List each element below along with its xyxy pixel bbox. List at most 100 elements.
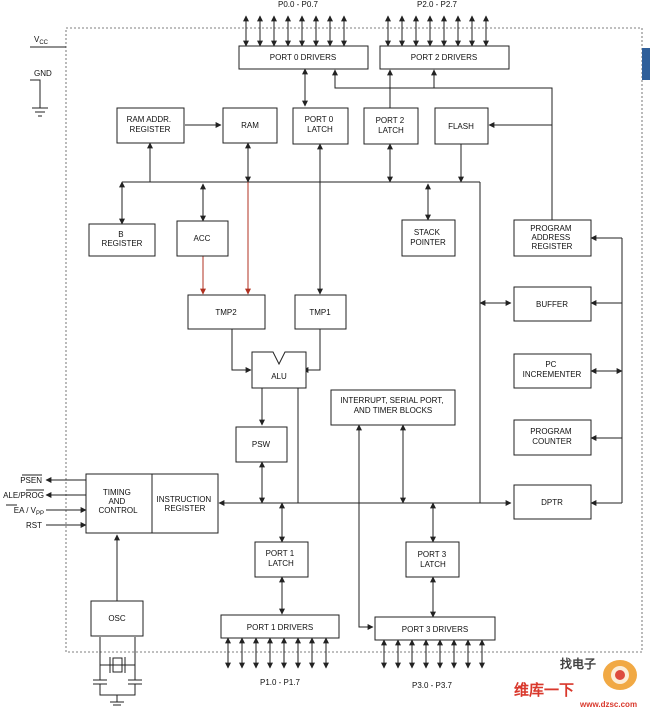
svg-text:B REGISTER: B REGISTER bbox=[102, 230, 143, 248]
p2-range-label: P2.0 - P2.7 bbox=[417, 0, 458, 9]
ram-addr-register-line2: REGISTER bbox=[130, 125, 171, 134]
port2-latch-line1: PORT 2 bbox=[376, 116, 405, 125]
port3-latch-line1: PORT 3 bbox=[418, 550, 447, 559]
svg-text:PORT 0 LATCH: PORT 0 LATCH bbox=[305, 115, 336, 134]
svg-text:PORT 1 LATCH: PORT 1 LATCH bbox=[266, 549, 297, 568]
program-counter-block: PROGRAM COUNTER bbox=[513, 419, 592, 456]
flash-label: FLASH bbox=[448, 122, 474, 131]
program-address-register-line3: REGISTER bbox=[532, 242, 573, 251]
pc-incrementer-line2: INCREMENTER bbox=[523, 370, 582, 379]
p2-pins bbox=[385, 15, 489, 47]
interrupt-serial-timer-block: INTERRUPT, SERIAL PORT, AND TIMER BLOCKS bbox=[330, 389, 456, 426]
program-address-register-line1: PROGRAM bbox=[530, 224, 572, 233]
svg-text:PORT 3 LATCH: PORT 3 LATCH bbox=[418, 550, 449, 569]
svg-text:PROGRAM COUNTER: PROGRAM COUNTER bbox=[530, 427, 574, 446]
stack-pointer-block: STACK POINTER bbox=[401, 219, 456, 257]
ea-vpp-label: EA / VPP bbox=[14, 506, 44, 517]
program-address-register-block: PROGRAM ADDRESS REGISTER bbox=[513, 219, 592, 257]
port2-latch-line2: LATCH bbox=[378, 126, 404, 135]
port2-drivers-label: PORT 2 DRIVERS bbox=[411, 53, 477, 62]
instruction-register-line2: REGISTER bbox=[165, 504, 206, 513]
buffer-label: BUFFER bbox=[536, 300, 568, 309]
crystal-circuit bbox=[93, 637, 142, 706]
svg-text:PC INCREMENTER: PC INCREMENTER bbox=[523, 360, 582, 379]
svg-text:RAM ADDR. REGISTER: RAM ADDR. REGISTER bbox=[127, 115, 174, 134]
timing-control-line2: AND bbox=[108, 497, 125, 506]
stack-pointer-line2: POINTER bbox=[410, 238, 446, 247]
buffer-block: BUFFER bbox=[513, 286, 592, 322]
osc-block: OSC bbox=[90, 600, 144, 637]
svg-text:STACK POINTER: STACK POINTER bbox=[410, 228, 446, 247]
ram-addr-register-line1: RAM ADDR. bbox=[127, 115, 171, 124]
p1-range-label: P1.0 - P1.7 bbox=[260, 678, 301, 687]
tmp2-label: TMP2 bbox=[215, 308, 237, 317]
rst-label: RST bbox=[26, 521, 42, 530]
interrupt-block-line2: AND TIMER BLOCKS bbox=[354, 406, 433, 415]
wiring bbox=[30, 15, 623, 706]
side-tab bbox=[642, 48, 650, 80]
port2-drivers-block: PORT 2 DRIVERS bbox=[379, 45, 510, 70]
tmp1-label: TMP1 bbox=[309, 308, 331, 317]
ram-block: RAM bbox=[222, 107, 278, 144]
watermark-line2: www.dzsc.com bbox=[579, 700, 637, 709]
alu-block: ALU bbox=[251, 351, 307, 389]
ram-addr-register-block: RAM ADDR. REGISTER bbox=[116, 107, 185, 144]
timing-control-line3: CONTROL bbox=[98, 506, 138, 515]
program-counter-line1: PROGRAM bbox=[530, 427, 572, 436]
ram-label: RAM bbox=[241, 121, 259, 130]
port3-drivers-block: PORT 3 DRIVERS bbox=[374, 616, 496, 641]
port0-latch-block: PORT 0 LATCH bbox=[292, 107, 349, 145]
timing-control-block: TIMING AND CONTROL INSTRUCTION REGISTER bbox=[85, 473, 219, 534]
p3-range-label: P3.0 - P3.7 bbox=[412, 681, 453, 690]
tmp2-block: TMP2 bbox=[187, 294, 266, 330]
tmp1-block: TMP1 bbox=[294, 294, 347, 330]
ale-prog-label: ALE/PROG bbox=[3, 491, 44, 500]
port3-drivers-label: PORT 3 DRIVERS bbox=[402, 625, 468, 634]
b-register-block: B REGISTER bbox=[88, 223, 156, 257]
port2-latch-block: PORT 2 LATCH bbox=[363, 107, 419, 145]
gnd-label: GND bbox=[34, 69, 52, 78]
chip-boundary bbox=[65, 27, 643, 653]
port3-latch-line2: LATCH bbox=[420, 560, 446, 569]
instruction-register-line1: INSTRUCTION bbox=[157, 495, 212, 504]
dptr-block: DPTR bbox=[513, 484, 592, 520]
psw-label: PSW bbox=[252, 440, 271, 449]
pc-incrementer-block: PC INCREMENTER bbox=[513, 353, 592, 389]
watermark-logo: 找电子 维库一下 www.dzsc.com bbox=[514, 656, 637, 709]
port0-drivers-label: PORT 0 DRIVERS bbox=[270, 53, 336, 62]
port0-drivers-block: PORT 0 DRIVERS bbox=[238, 45, 369, 70]
watermark-logo-text: 找电子 bbox=[560, 656, 596, 671]
flash-block: FLASH bbox=[434, 107, 489, 145]
dptr-label: DPTR bbox=[541, 498, 563, 507]
p3-pins bbox=[381, 639, 485, 669]
port3-latch-block: PORT 3 LATCH bbox=[405, 541, 460, 578]
alu-label: ALU bbox=[271, 372, 287, 381]
b-register-line2: REGISTER bbox=[102, 239, 143, 248]
p0-range-label: P0.0 - P0.7 bbox=[278, 0, 319, 9]
psen-label: PSEN bbox=[20, 476, 42, 485]
port1-latch-block: PORT 1 LATCH bbox=[254, 541, 309, 578]
svg-text:PROGRAM ADDRESS RE: PROGRAM ADDRESS REGISTER bbox=[530, 224, 574, 251]
osc-label: OSC bbox=[108, 614, 126, 623]
port0-latch-line2: LATCH bbox=[307, 125, 333, 134]
watermark-line1: 维库一下 bbox=[514, 681, 574, 699]
svg-text:TIMING AND CONTROL: TIMING AND CONTROL bbox=[98, 488, 138, 515]
port1-latch-line1: PORT 1 bbox=[266, 549, 295, 558]
svg-text:PORT 2 LATCH: PORT 2 LATCH bbox=[376, 116, 407, 135]
program-address-register-line2: ADDRESS bbox=[532, 233, 571, 242]
vcc-label: VCC bbox=[34, 35, 49, 46]
acc-block: ACC bbox=[176, 220, 229, 257]
port1-drivers-label: PORT 1 DRIVERS bbox=[247, 623, 313, 632]
p1-pins bbox=[225, 637, 329, 669]
svg-text:INTERRUPT, SERIAL PORT,: INTERRUPT, SERIAL PORT, AND TIMER BLOCKS bbox=[340, 396, 445, 415]
interrupt-block-line1: INTERRUPT, SERIAL PORT, bbox=[340, 396, 443, 405]
port1-drivers-block: PORT 1 DRIVERS bbox=[220, 614, 340, 639]
psw-block: PSW bbox=[235, 426, 288, 463]
program-counter-line2: COUNTER bbox=[532, 437, 572, 446]
p0-pins bbox=[243, 15, 347, 47]
timing-control-line1: TIMING bbox=[103, 488, 131, 497]
port0-latch-line1: PORT 0 bbox=[305, 115, 334, 124]
port1-latch-line2: LATCH bbox=[268, 559, 294, 568]
b-register-line1: B bbox=[118, 230, 123, 239]
acc-label: ACC bbox=[194, 234, 211, 243]
